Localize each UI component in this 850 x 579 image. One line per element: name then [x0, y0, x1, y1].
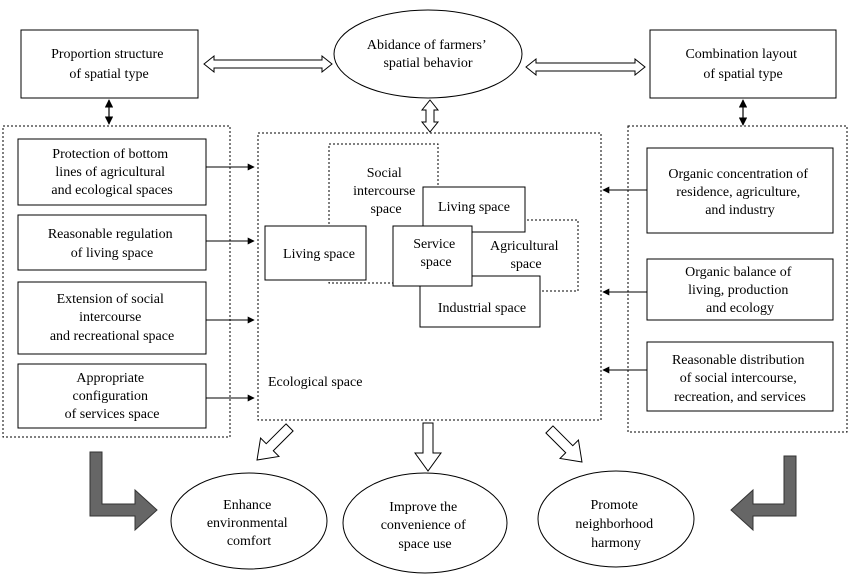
- proportion-structure-label: Proportion structure of spatial type: [51, 47, 167, 82]
- ecological-space-panel: [257, 132, 602, 421]
- outcome-neighborhood-harmony: [537, 470, 695, 568]
- hollow-arrow-right: [545, 425, 583, 463]
- outcome-neighborhood-harmony-label: Promote neighborhood harmony: [575, 498, 656, 551]
- living-space-top-box: [422, 186, 526, 233]
- right-panel: [627, 125, 848, 433]
- living-space-left-label: Living space: [283, 247, 355, 262]
- hollow-arrow-center: [414, 422, 442, 472]
- double-arrow-right-top: [525, 57, 646, 77]
- left-box-1-label: Protection of bottom lines of agricultur…: [51, 147, 172, 198]
- social-space-label: Social intercourse space: [353, 166, 419, 217]
- agricultural-space-label: Agricultural space: [490, 239, 562, 272]
- right-box-2: [646, 258, 834, 321]
- right-box-1: [646, 147, 834, 234]
- left-box-2: [17, 214, 207, 271]
- right-box-2-label: Organic balance of living, production an…: [685, 265, 795, 316]
- right-box-3-label: Reasonable distribution of social interc…: [672, 353, 808, 405]
- right-box-1-label: Organic concentration of residence, agri…: [668, 167, 811, 218]
- left-box-3: [17, 281, 207, 355]
- combination-layout-label: Combination layout of spatial type: [685, 47, 800, 82]
- left-box-1: [17, 138, 207, 206]
- fat-arrow-right: [730, 455, 797, 532]
- outcome-convenience: [342, 472, 508, 574]
- service-space-label: Service space: [413, 237, 458, 270]
- fat-arrow-left: [89, 451, 158, 532]
- outcome-environmental-comfort-label: Enhance environmental comfort: [207, 498, 291, 549]
- living-space-left-box: [264, 225, 367, 281]
- outcome-environmental-comfort: [170, 472, 328, 570]
- combination-layout-box: [649, 29, 837, 99]
- left-box-4-label: Appropriate configuration of services sp…: [65, 371, 160, 422]
- service-space-box: [392, 225, 473, 287]
- proportion-structure-box: [20, 29, 199, 99]
- farmers-behavior-label: Abidance of farmers’ spatial behavior: [367, 38, 489, 71]
- left-box-4: [17, 363, 207, 429]
- left-box-2-label: Reasonable regulation of living space: [48, 227, 176, 261]
- right-box-3: [646, 341, 834, 412]
- left-panel: [2, 125, 231, 438]
- double-arrow-vertical: [420, 99, 440, 133]
- farmers-behavior-ellipse: [333, 9, 523, 99]
- ecological-space-label: Ecological space: [268, 375, 362, 390]
- left-box-3-label: Extension of social intercourse and recr…: [50, 292, 174, 344]
- living-space-top-label: Living space: [438, 200, 510, 215]
- industrial-space-label: Industrial space: [438, 301, 526, 316]
- double-arrow-left-top: [203, 54, 333, 74]
- outcome-convenience-label: Improve the convenience of space use: [381, 500, 470, 552]
- hollow-arrow-left: [256, 423, 294, 461]
